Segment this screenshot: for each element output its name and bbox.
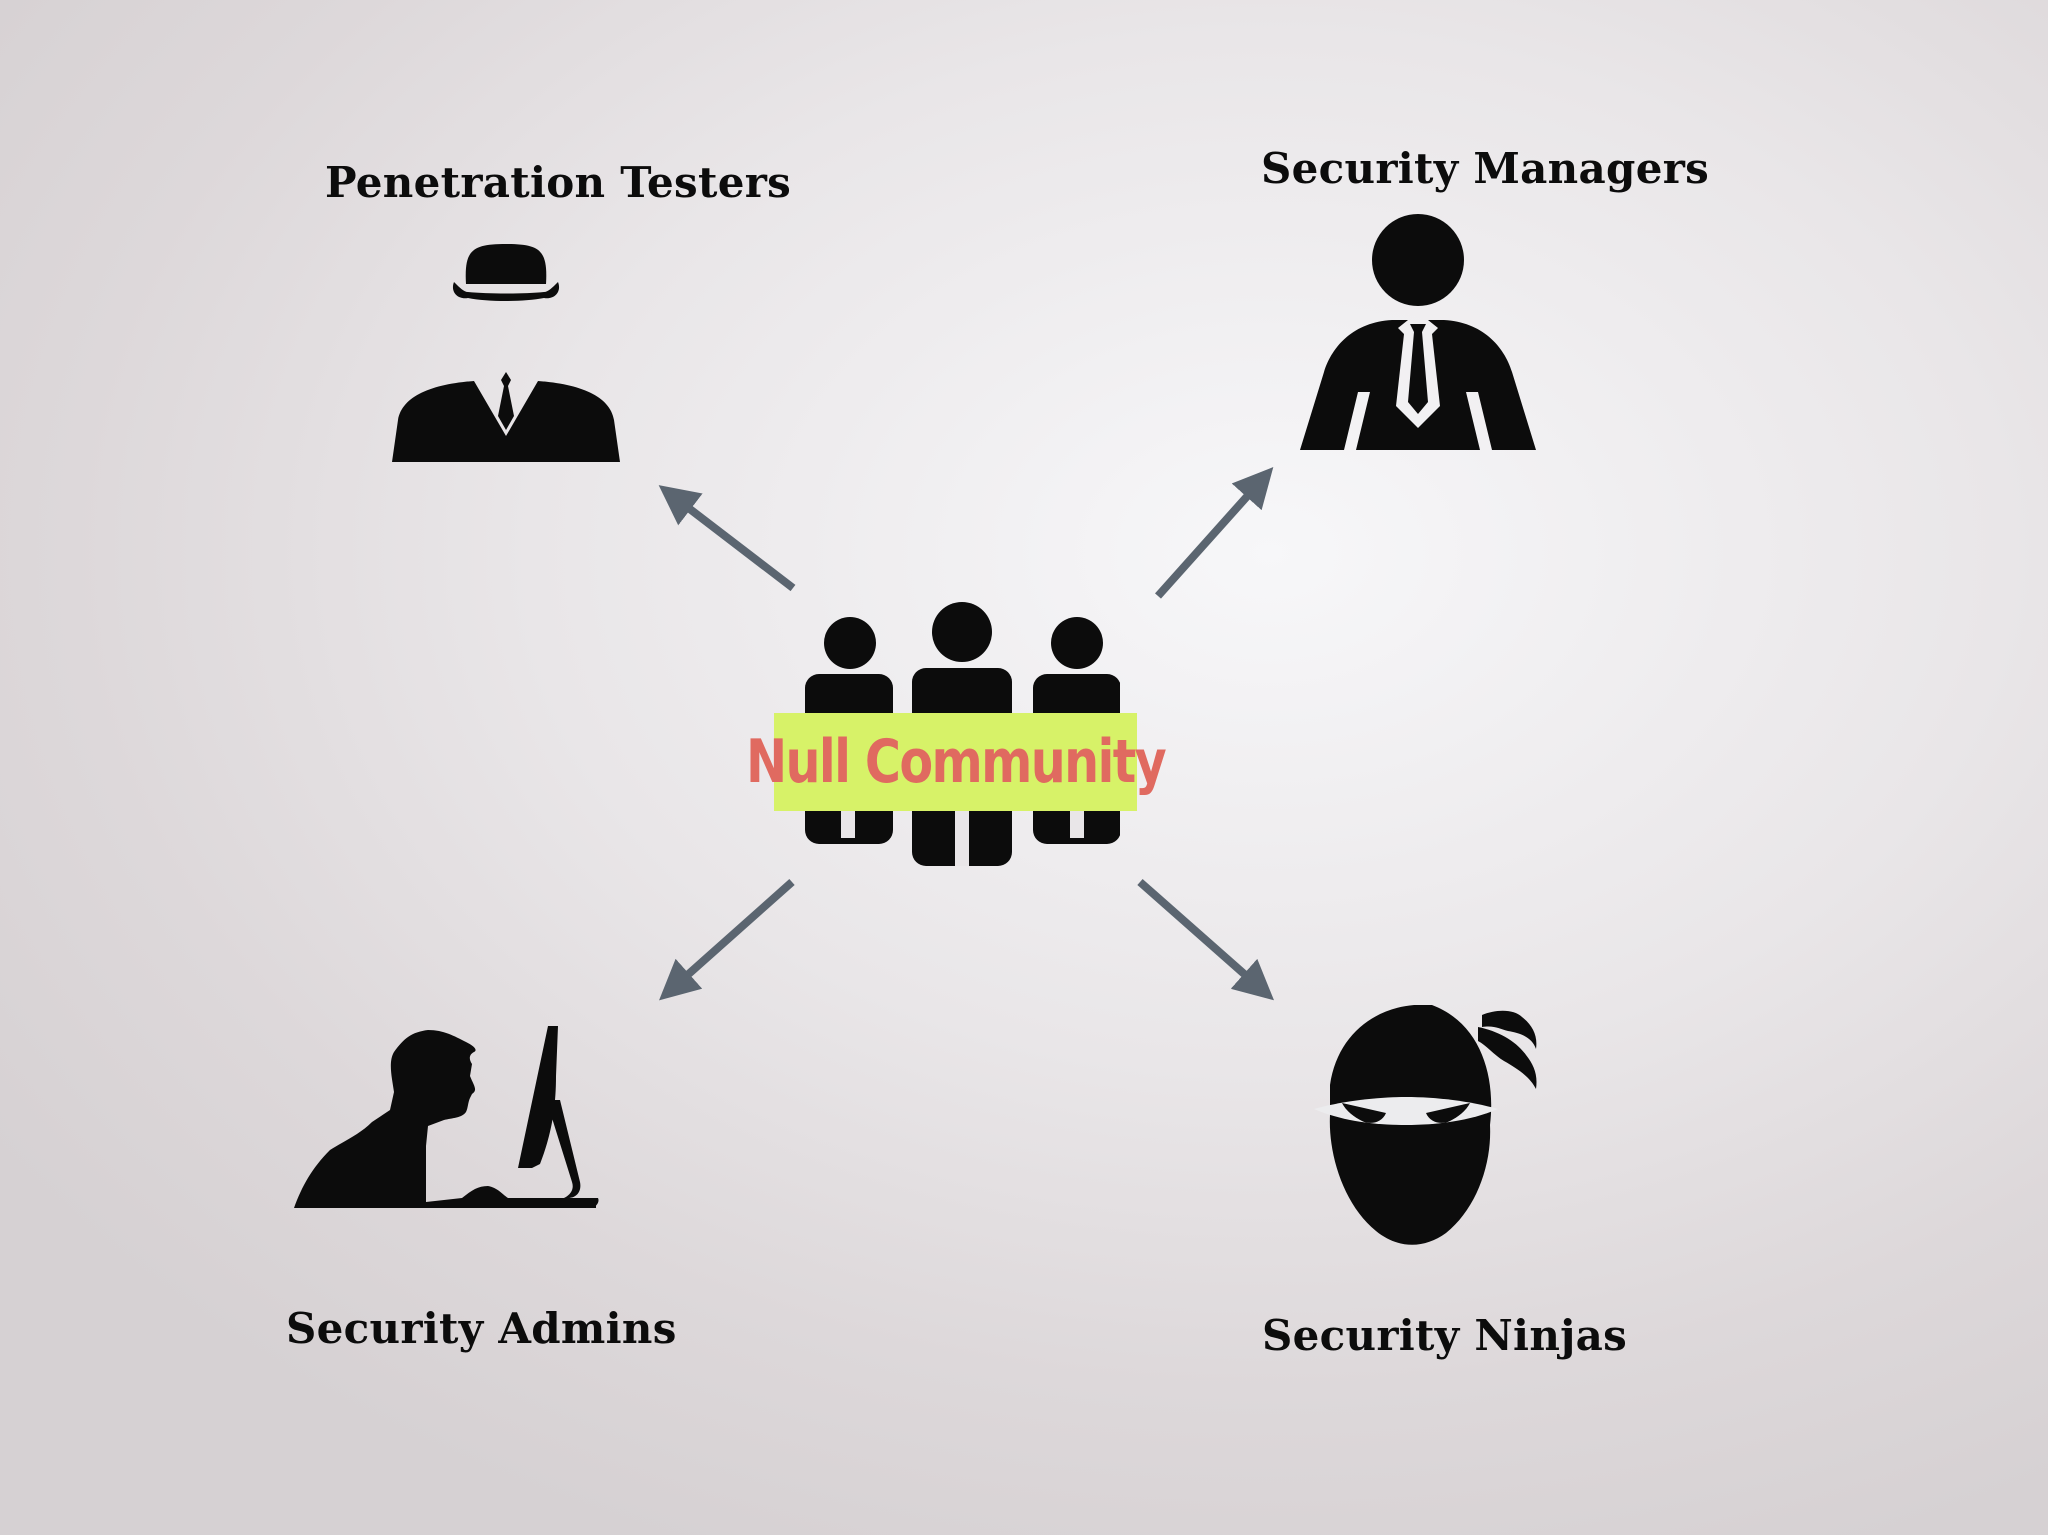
arrow-to-security-admins	[659, 879, 795, 1001]
arrow-to-security-managers	[1155, 467, 1274, 599]
arrow-to-penetration-testers	[658, 485, 796, 592]
node-label-security-admins: Security Admins	[286, 1304, 677, 1353]
businessman-tie-icon	[1300, 214, 1536, 450]
center-node-box: Null Community	[746, 713, 1167, 811]
node-label-penetration-testers: Penetration Testers	[325, 158, 792, 207]
arrow-to-security-ninjas	[1137, 879, 1274, 1001]
bowler-hat-man-icon	[392, 244, 620, 462]
center-node-label: Null Community	[745, 727, 1167, 797]
man-at-computer-icon	[294, 1026, 599, 1208]
node-label-security-ninjas: Security Ninjas	[1262, 1311, 1628, 1360]
ninja-head-icon	[1314, 1005, 1537, 1245]
node-label-security-managers: Security Managers	[1261, 144, 1710, 193]
